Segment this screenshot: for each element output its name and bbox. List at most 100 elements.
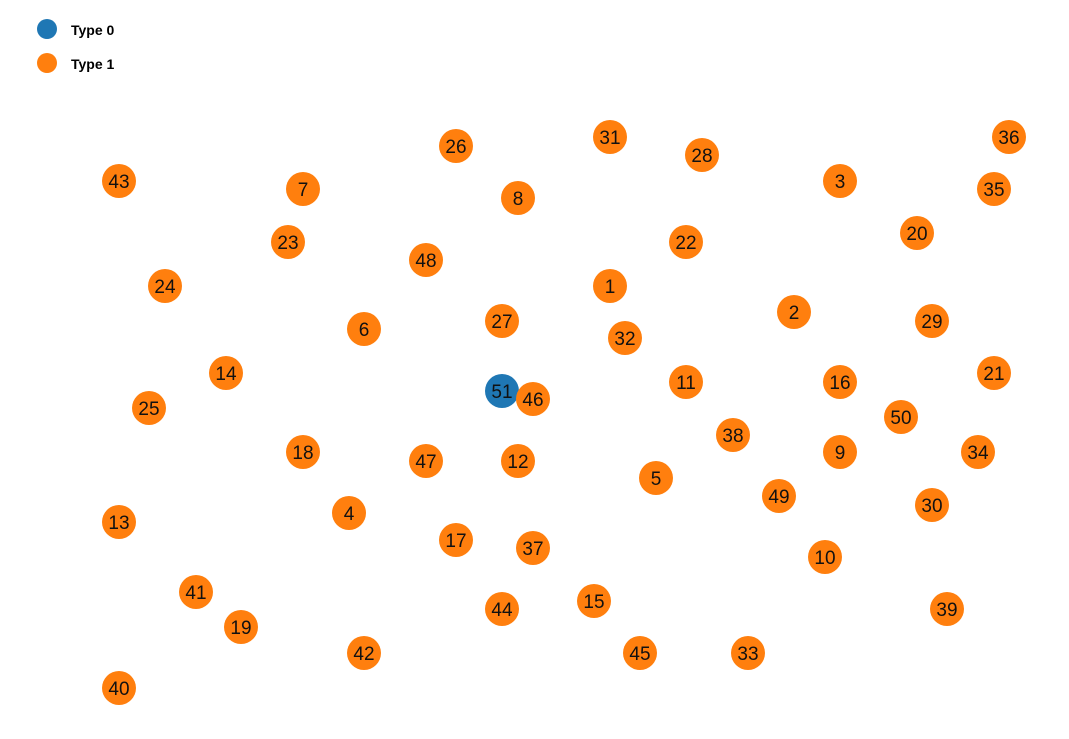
node-48: 48 (409, 243, 443, 277)
node-label: 28 (691, 146, 712, 167)
node-circle (148, 269, 182, 303)
node-label: 35 (983, 180, 1004, 201)
node-circle (102, 671, 136, 705)
node-circle (209, 356, 243, 390)
node-circle (608, 321, 642, 355)
node-label: 4 (344, 504, 355, 525)
node-circle (716, 418, 750, 452)
node-label: 33 (737, 644, 758, 665)
node-label: 38 (722, 426, 743, 447)
node-circle (731, 636, 765, 670)
node-circle (823, 435, 857, 469)
node-37: 37 (516, 531, 550, 565)
node-13: 13 (102, 505, 136, 539)
node-label: 32 (614, 329, 635, 350)
node-7: 7 (286, 172, 320, 206)
node-3: 3 (823, 164, 857, 198)
node-label: 30 (921, 496, 942, 517)
node-31: 31 (593, 120, 627, 154)
node-label: 21 (983, 364, 1004, 385)
node-8: 8 (501, 181, 535, 215)
node-label: 42 (353, 644, 374, 665)
node-label: 22 (675, 233, 696, 254)
node-label: 50 (890, 408, 911, 429)
node-label: 47 (415, 452, 436, 473)
node-label: 20 (906, 224, 927, 245)
node-circle (900, 216, 934, 250)
node-circle (915, 488, 949, 522)
legend-item-type-0: Type 0 (37, 19, 115, 39)
node-label: 39 (936, 600, 957, 621)
node-label: 40 (108, 679, 129, 700)
node-circle (485, 304, 519, 338)
node-label: 48 (415, 251, 436, 272)
node-circle (685, 138, 719, 172)
node-38: 38 (716, 418, 750, 452)
node-45: 45 (623, 636, 657, 670)
node-label: 7 (298, 180, 309, 201)
node-label: 17 (445, 531, 466, 552)
node-circle (439, 129, 473, 163)
node-28: 28 (685, 138, 719, 172)
node-label: 5 (651, 469, 662, 490)
node-circle (286, 435, 320, 469)
node-47: 47 (409, 444, 443, 478)
node-9: 9 (823, 435, 857, 469)
node-label: 19 (230, 618, 251, 639)
node-circle (409, 444, 443, 478)
node-30: 30 (915, 488, 949, 522)
node-circle (884, 400, 918, 434)
node-42: 42 (347, 636, 381, 670)
legend-swatch-type-1 (37, 53, 57, 73)
node-44: 44 (485, 592, 519, 626)
node-6: 6 (347, 312, 381, 346)
node-26: 26 (439, 129, 473, 163)
node-circle (823, 164, 857, 198)
node-circle (639, 461, 673, 495)
node-43: 43 (102, 164, 136, 198)
node-21: 21 (977, 356, 1011, 390)
node-circle (516, 531, 550, 565)
node-label: 14 (215, 364, 237, 385)
node-49: 49 (762, 479, 796, 513)
node-label: 15 (583, 592, 604, 613)
node-circle (577, 584, 611, 618)
node-circle (501, 444, 535, 478)
node-4: 4 (332, 496, 366, 530)
node-circle (224, 610, 258, 644)
legend: Type 0 Type 1 (37, 19, 115, 73)
legend-swatch-type-0 (37, 19, 57, 39)
node-circle (808, 540, 842, 574)
node-label: 10 (814, 548, 835, 569)
node-circle (823, 365, 857, 399)
node-circle (669, 225, 703, 259)
node-label: 6 (359, 320, 370, 341)
node-2: 2 (777, 295, 811, 329)
node-circle (977, 172, 1011, 206)
node-label: 9 (835, 443, 846, 464)
node-circle (332, 496, 366, 530)
node-40: 40 (102, 671, 136, 705)
node-label: 11 (676, 373, 696, 394)
node-24: 24 (148, 269, 182, 303)
node-label: 16 (829, 373, 850, 394)
node-label: 27 (491, 312, 512, 333)
node-circle (179, 575, 213, 609)
node-36: 36 (992, 120, 1026, 154)
node-5: 5 (639, 461, 673, 495)
node-32: 32 (608, 321, 642, 355)
node-circle (623, 636, 657, 670)
node-27: 27 (485, 304, 519, 338)
node-circle (347, 312, 381, 346)
node-circle (669, 365, 703, 399)
node-label: 46 (522, 390, 543, 411)
node-circle (516, 382, 550, 416)
node-circle (102, 164, 136, 198)
node-10: 10 (808, 540, 842, 574)
node-circle (485, 374, 519, 408)
node-15: 15 (577, 584, 611, 618)
node-11: 11 (669, 365, 703, 399)
node-16: 16 (823, 365, 857, 399)
node-circle (777, 295, 811, 329)
